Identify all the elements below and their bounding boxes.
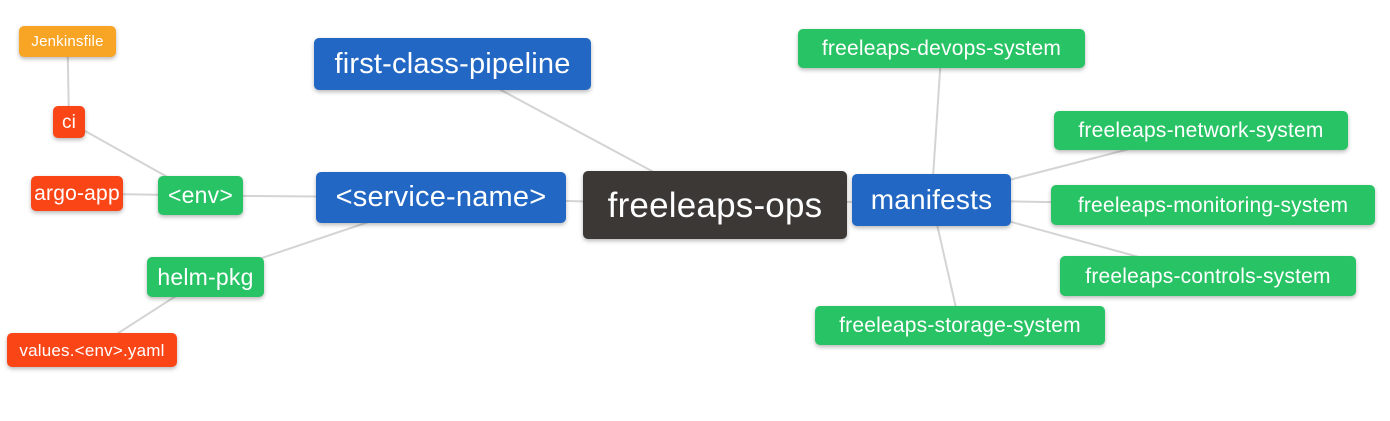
node-freeleaps-devops-system[interactable]: freeleaps-devops-system <box>798 29 1085 68</box>
node-freeleaps-network-system[interactable]: freeleaps-network-system <box>1054 111 1348 150</box>
node-freeleaps-storage-system[interactable]: freeleaps-storage-system <box>815 306 1105 345</box>
node-freeleaps-monitoring-system[interactable]: freeleaps-monitoring-system <box>1051 185 1375 225</box>
node-values-env-yaml[interactable]: values.<env>.yaml <box>7 333 177 367</box>
node-service-name[interactable]: <service-name> <box>316 172 566 223</box>
node-helm-pkg[interactable]: helm-pkg <box>147 257 264 297</box>
node-jenkinsfile[interactable]: Jenkinsfile <box>19 26 116 57</box>
node-freeleaps-ops[interactable]: freeleaps-ops <box>583 171 847 239</box>
node-ci[interactable]: ci <box>53 106 85 138</box>
node-manifests[interactable]: manifests <box>852 174 1011 226</box>
node-freeleaps-controls-system[interactable]: freeleaps-controls-system <box>1060 256 1356 296</box>
node-first-class-pipeline[interactable]: first-class-pipeline <box>314 38 591 90</box>
node-env[interactable]: <env> <box>158 176 243 215</box>
node-argo-app[interactable]: argo-app <box>31 176 123 211</box>
